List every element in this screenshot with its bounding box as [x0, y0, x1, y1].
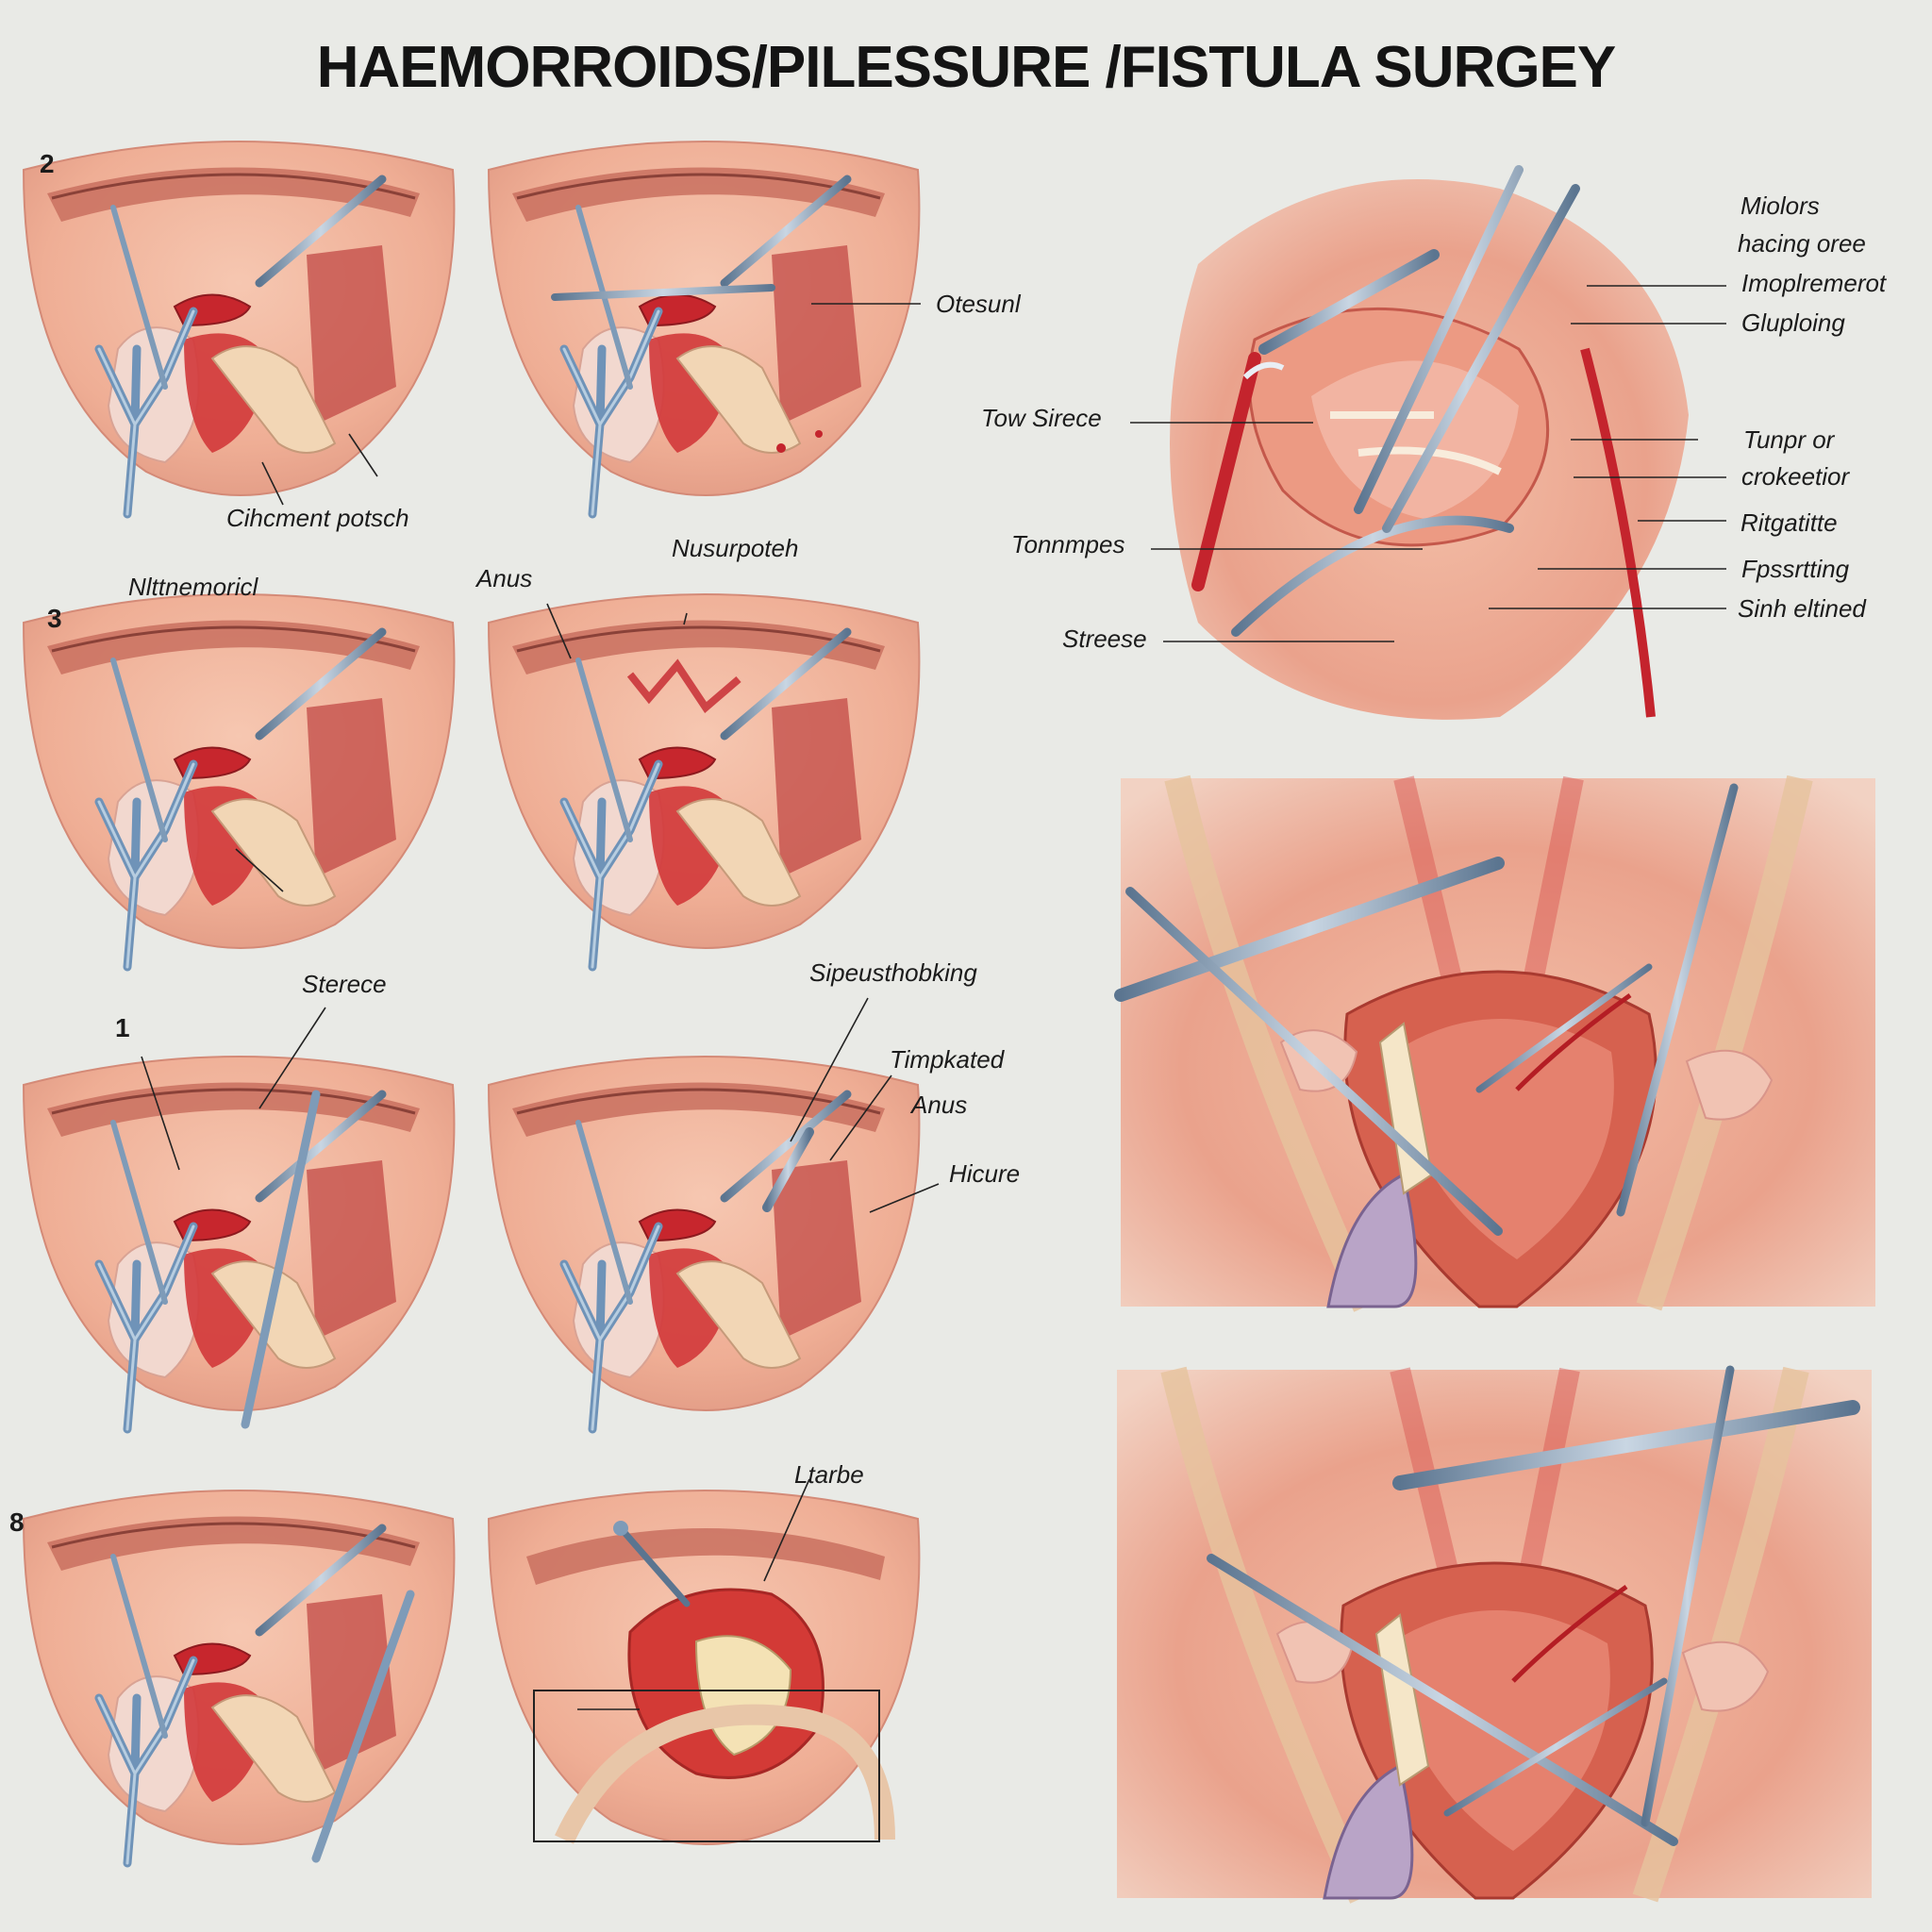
- label-anus-2: Anus: [911, 1091, 968, 1119]
- label-hicure: Hicure: [949, 1159, 1021, 1188]
- label-sipeusthobking: Sipeusthobking: [809, 958, 977, 987]
- panel-step-8b: [487, 1490, 921, 1845]
- step-number-2: 2: [40, 149, 55, 178]
- label-fpssrtting: Fpssrtting: [1741, 555, 1850, 583]
- step-number-1: 1: [115, 1013, 130, 1042]
- callout-box: [533, 1690, 880, 1842]
- panel-step-3a: [24, 594, 454, 967]
- panel-step-1b: [489, 1057, 919, 1429]
- leader-lines-left: [141, 303, 940, 1710]
- label-ritgatitte: Ritgatitte: [1740, 508, 1838, 537]
- leader-lines-right: [1130, 285, 1726, 642]
- label-ltarbe: Ltarbe: [794, 1460, 864, 1489]
- page-title: HAEMORROIDS/PILESSURE /FISTULA SURGEY: [316, 35, 1617, 100]
- step-number-8: 8: [9, 1507, 25, 1537]
- label-tunpr: Tunpr or: [1743, 425, 1835, 454]
- label-otsunl: Otesunl: [936, 290, 1021, 318]
- label-sterece: Sterece: [302, 970, 387, 998]
- label-nusurpoteh: Nusurpoteh: [672, 534, 799, 562]
- panel-step-2a: [24, 142, 454, 514]
- label-hacing: hacing oree: [1738, 229, 1866, 258]
- label-impl: Imoplremerot: [1741, 269, 1887, 297]
- label-streese: Streese: [1062, 625, 1147, 653]
- label-tow-sirece: Tow Sirece: [981, 404, 1102, 432]
- label-gluploing: Gluploing: [1741, 308, 1845, 337]
- panel-step-1a: [24, 1057, 454, 1429]
- label-anus: Anus: [476, 564, 533, 592]
- label-crokeetior: crokeetior: [1741, 462, 1850, 491]
- label-tonnmpes: Tonnmpes: [1011, 530, 1125, 558]
- panel-step-3b: [489, 594, 919, 967]
- panel-step-2b: [489, 142, 919, 514]
- panel-closeup-top: [1170, 165, 1689, 720]
- label-nlttnemoricl: Nlttnemoricl: [128, 573, 258, 601]
- step-number-3: 3: [47, 604, 62, 633]
- label-miolors: Miolors: [1740, 192, 1820, 220]
- panel-closeup-middle: [1121, 778, 1875, 1307]
- panel-step-8a: [24, 1491, 454, 1863]
- panel-closeup-bottom: [1117, 1370, 1872, 1898]
- label-sinh: Sinh eltined: [1738, 594, 1866, 623]
- label-cihcment: Cihcment potsch: [226, 504, 409, 532]
- label-timpkated: Timpkated: [890, 1045, 1005, 1074]
